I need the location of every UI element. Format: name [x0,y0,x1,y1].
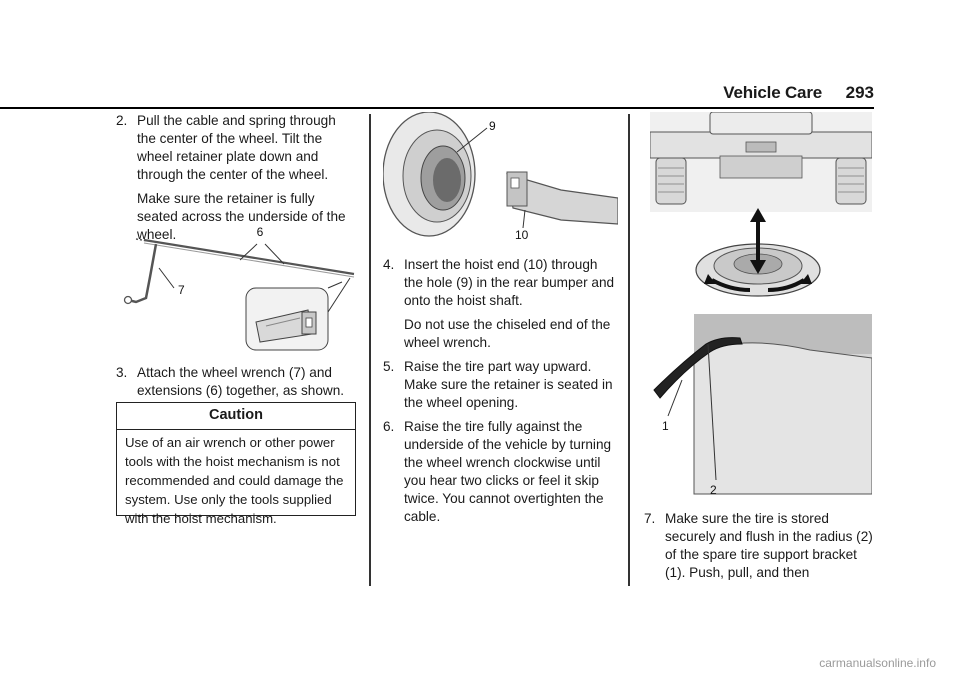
callout-1: 1 [662,419,669,433]
column-3: 7.Make sure the tire is stored securely … [644,510,874,582]
step-3: 3.Attach the wheel wrench (7) and extens… [116,365,345,398]
step-6: 6.Raise the tire fully against the under… [383,419,612,524]
column-divider-2 [628,114,630,586]
step-2-note: Make sure the retainer is fully seated a… [137,191,346,242]
support-bracket-figure: 1 2 [653,314,872,497]
step-4-note: Do not use the chiseled end of the wheel… [404,317,611,350]
page-number: 293 [845,83,874,102]
hoist-end-tool [506,171,618,225]
callout-9: 9 [489,119,496,133]
callout-7: 7 [178,283,185,297]
vehicle-rear-tire-figure [650,112,872,297]
column-2: 4.Insert the hoist end (10) through the … [383,256,618,526]
extension-end-detail [255,309,317,343]
callout-2: 2 [710,483,717,497]
step-4: 4.Insert the hoist end (10) through the … [383,257,615,308]
caution-body: Use of an air wrench or other power tool… [125,435,344,526]
section-title: Vehicle Care [723,83,822,102]
callout-10: 10 [515,228,529,242]
wrench-extension-figure: 6 7 [123,225,355,351]
column-divider-1 [369,114,371,586]
header-rule [0,107,874,109]
step-5: 5.Raise the tire part way upward. Make s… [383,359,613,410]
page-header: Vehicle Care 293 [0,83,874,105]
caution-box: Caution Use of an air wrench or other po… [116,402,356,526]
callout-6: 6 [257,225,264,239]
bumper-hole-figure: 9 10 [383,112,618,242]
watermark: carmanualsonline.info [819,656,936,670]
step-7: 7.Make sure the tire is stored securely … [644,511,873,580]
column-1-lower: 3.Attach the wheel wrench (7) and extens… [116,364,356,400]
column-1: 2.Pull the cable and spring through the … [116,112,356,244]
caution-title: Caution [209,407,263,423]
caution-divider [117,429,355,430]
step-2: 2.Pull the cable and spring through the … [116,113,336,182]
